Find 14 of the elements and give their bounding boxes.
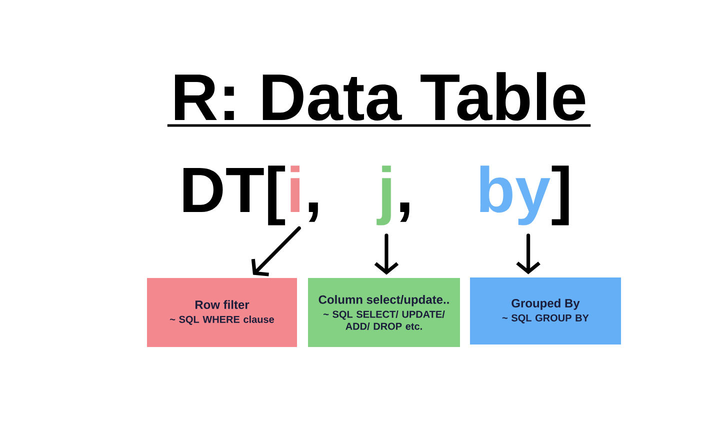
arrow — [516, 234, 540, 274]
title: R: Data Table — [167, 72, 591, 127]
code-argument: by — [480, 166, 550, 226]
code-text: ] — [552, 166, 569, 226]
arrow — [374, 234, 399, 275]
description-box: Column select/update.. ~ SQL SELECT/ UPDATE/ ADD/ DROP etc. — [308, 278, 460, 347]
code-text: , — [308, 202, 318, 222]
code-text: DT[ — [184, 166, 286, 226]
code-text: , — [400, 202, 410, 222]
arrow — [251, 226, 301, 276]
code-argument: j — [376, 166, 391, 226]
description-box: Grouped By ~ SQL GROUP BY — [470, 278, 621, 344]
description-box: Row filter ~ SQL WHERE clause — [147, 278, 297, 347]
code-argument: i — [290, 166, 300, 212]
